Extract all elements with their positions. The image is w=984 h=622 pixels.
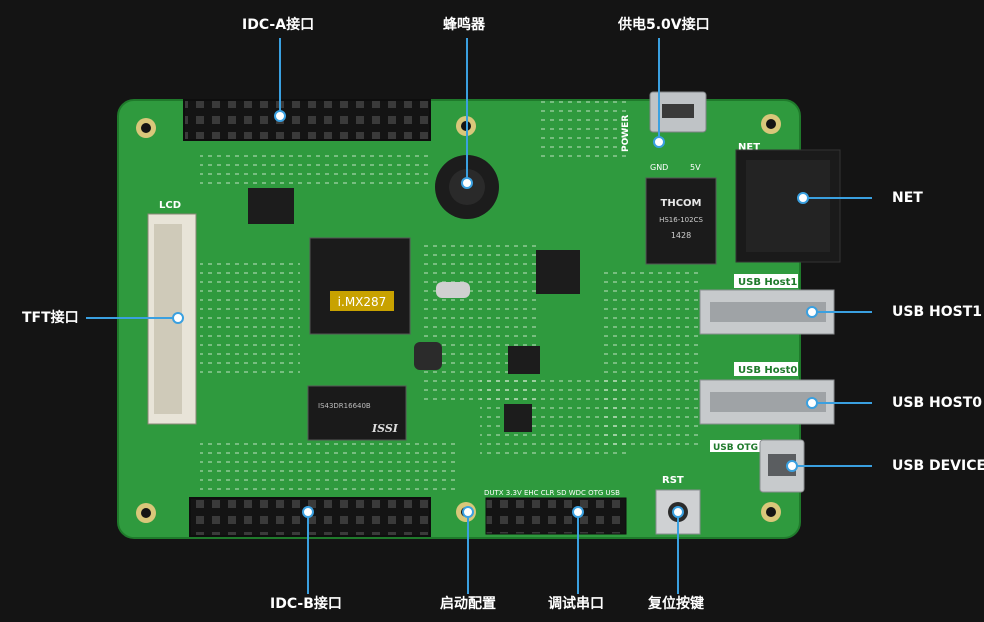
label-usb-host1: USB HOST1 [892, 304, 982, 320]
label-boot-config: 启动配置 [440, 596, 496, 612]
callout-dots [172, 110, 818, 518]
silk-thcom-2: HS16-102CS [659, 216, 703, 224]
label-net: NET [892, 190, 923, 206]
label-reset-button: 复位按键 [648, 596, 704, 612]
component-texture [200, 100, 700, 490]
silk-rst: RST [662, 475, 684, 486]
net-transformer [645, 177, 717, 265]
silk-issi-2: IS43DR16640B [318, 402, 371, 410]
label-idc-b: IDC-B接口 [270, 596, 342, 612]
label-usb-device: USB DEVICE [892, 458, 984, 474]
silk-usb-host1: USB Host1 [738, 277, 797, 288]
silk-thcom-1: THCOM [661, 198, 702, 209]
silk-net: NET [738, 142, 760, 153]
label-usb-host0: USB HOST0 [892, 395, 982, 411]
silk-usb-host0: USB Host0 [738, 365, 797, 376]
label-idc-a: IDC-A接口 [242, 17, 315, 33]
silk-cpu: i.MX287 [338, 295, 387, 309]
label-buzzer: 蜂鸣器 [443, 17, 485, 33]
silk-lcd: LCD [159, 200, 181, 211]
aux-chip-2 [508, 346, 540, 374]
cpu-chip [309, 237, 411, 335]
silk-usb-otg: USB OTG [713, 443, 758, 453]
silk-issi-1: ISSI [371, 422, 399, 435]
aux-chip [536, 250, 580, 294]
silk-gnd: GND [650, 163, 668, 172]
inductor [414, 342, 442, 370]
callouts [86, 38, 872, 594]
boot-config-jumpers [485, 497, 627, 535]
silk-boot-pins: DUTX 3.3V EHC CLR SD WDC OTG USB [484, 489, 620, 497]
label-power-5v: 供电5.0V接口 [618, 17, 710, 33]
crystal [436, 282, 470, 298]
regulator [248, 188, 294, 224]
aux-chip-3 [504, 404, 532, 432]
idc-a-header [183, 99, 431, 141]
memory-chip [307, 385, 407, 441]
silk-power: POWER [621, 115, 631, 152]
label-debug-uart: 调试串口 [548, 596, 604, 612]
label-tft: TFT接口 [22, 310, 79, 326]
silk-thcom-3: 1428 [671, 231, 691, 240]
silk-5v: 5V [690, 163, 701, 172]
